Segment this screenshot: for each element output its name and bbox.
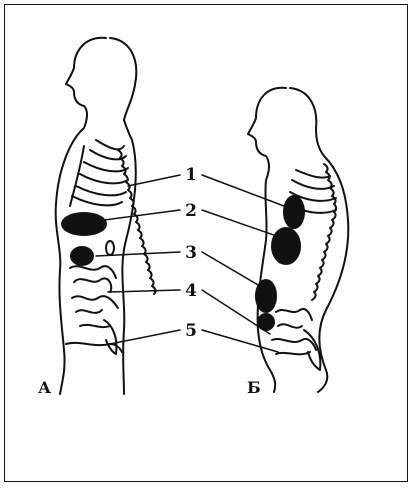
panel-label-b: Б	[247, 378, 261, 397]
callout-2: 2	[185, 201, 197, 221]
callout-1: 1	[185, 165, 197, 185]
callout-3: 3	[185, 243, 197, 263]
figure-b-lung	[284, 196, 304, 228]
figure-a-stomach	[71, 247, 93, 265]
panel-label-a: А	[38, 378, 51, 397]
figure-a-organs	[62, 213, 114, 265]
figure-a-liver	[62, 213, 106, 235]
callout-4: 4	[185, 281, 197, 301]
figure-b-liver	[272, 228, 300, 264]
callout-5: 5	[185, 321, 197, 341]
